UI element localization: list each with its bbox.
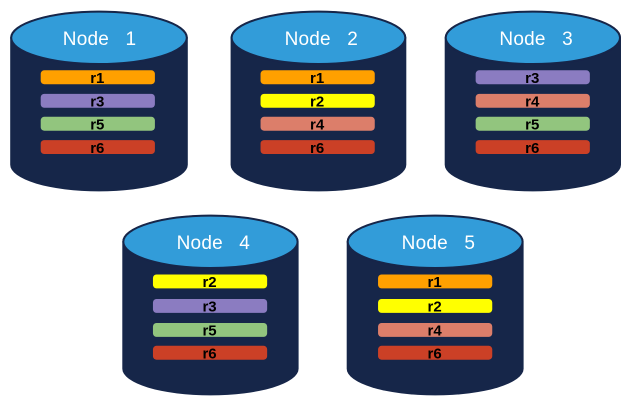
svg-text:r6: r6 — [90, 140, 104, 157]
svg-text:r5: r5 — [525, 117, 539, 134]
svg-text:r6: r6 — [310, 140, 324, 157]
svg-text:r2: r2 — [428, 299, 442, 316]
svg-text:r6: r6 — [202, 346, 216, 363]
svg-text:r5: r5 — [90, 117, 104, 134]
svg-text:Node 4: Node 4 — [177, 233, 251, 254]
svg-text:r2: r2 — [310, 94, 324, 111]
svg-text:r1: r1 — [90, 70, 104, 87]
svg-text:r1: r1 — [310, 70, 324, 87]
svg-text:r3: r3 — [202, 299, 216, 316]
svg-text:r5: r5 — [202, 323, 216, 340]
svg-text:Node 1: Node 1 — [63, 29, 136, 50]
svg-text:r1: r1 — [428, 274, 442, 291]
svg-text:r6: r6 — [428, 346, 442, 363]
svg-text:Node 5: Node 5 — [402, 233, 475, 254]
svg-text:r2: r2 — [202, 274, 216, 291]
svg-text:Node 2: Node 2 — [285, 29, 358, 50]
svg-text:r3: r3 — [90, 94, 104, 111]
svg-text:Node 3: Node 3 — [499, 29, 572, 50]
svg-text:r4: r4 — [310, 117, 325, 134]
svg-text:r6: r6 — [525, 140, 539, 157]
svg-text:r3: r3 — [525, 70, 539, 87]
svg-text:r4: r4 — [428, 323, 443, 340]
svg-text:r4: r4 — [525, 94, 540, 111]
